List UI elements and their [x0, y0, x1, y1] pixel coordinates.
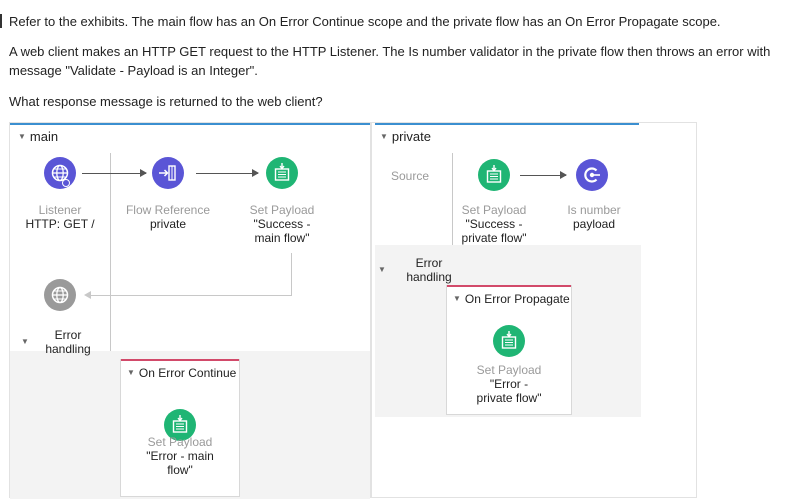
question-line-1: Refer to the exhibits. The main flow has… [9, 14, 721, 29]
return-path-horizontal [90, 295, 292, 296]
on-error-continue-text: On Error Continue [138, 366, 237, 380]
set-payload-value-line2: main flow" [254, 231, 310, 245]
private-source-divider [452, 153, 453, 245]
main-flow-header-bar [10, 123, 370, 125]
private-collapse-triangle-icon[interactable]: ▼ [380, 132, 388, 141]
main-flow-panel: ▼main Listener HTTP: GET / Flow Referenc… [9, 122, 371, 499]
private-set-payload-label: Set Payload "Success - private flow" [444, 203, 544, 245]
set-payload-icon[interactable] [266, 157, 298, 189]
private-error-set-payload-line2: private flow" [476, 391, 542, 405]
http-listener-icon[interactable] [44, 157, 76, 189]
validator-type: Is number [567, 203, 621, 217]
set-payload-type: Set Payload [249, 203, 315, 217]
private-error-set-payload-label: Set Payload "Error - private flow" [447, 363, 571, 405]
error-set-payload-line1: "Error - main [146, 449, 214, 463]
question-line-4: What response message is returned to the… [9, 94, 323, 109]
source-label-text: Source [390, 169, 430, 183]
error-set-payload-icon[interactable] [164, 409, 196, 441]
on-error-propagate-title: ▼On Error Propagate [453, 292, 570, 306]
listener-label: Listener HTTP: GET / [10, 203, 110, 231]
listener-type: Listener [38, 203, 82, 217]
private-error-handling-line1: Error [415, 256, 443, 270]
private-flow-header-bar [375, 123, 639, 125]
private-set-payload-type: Set Payload [461, 203, 527, 217]
on-error-propagate-text: On Error Propagate [464, 292, 570, 306]
validator-name: payload [572, 217, 616, 231]
source-divider-line [110, 153, 111, 351]
question-marker [0, 14, 2, 28]
main-flow-title[interactable]: ▼main [18, 129, 58, 144]
question-line-2: A web client makes an HTTP GET request t… [9, 44, 771, 59]
private-set-payload-line2: private flow" [461, 231, 527, 245]
on-error-continue-scope[interactable]: ▼On Error Continue Set Payload "Error - … [120, 359, 240, 497]
error-set-payload-type: Set Payload [147, 435, 213, 449]
error-handling-toggle-icon[interactable]: ▼ [21, 337, 29, 346]
on-error-propagate-scope[interactable]: ▼On Error Propagate Set Payload "Error -… [446, 285, 572, 415]
private-error-handling-label: Error handling [400, 256, 458, 284]
private-error-set-payload-icon[interactable] [493, 325, 525, 357]
set-payload-label: Set Payload "Success - main flow" [232, 203, 332, 245]
private-error-set-payload-line1: "Error - [489, 377, 529, 391]
private-error-handling-toggle-icon[interactable]: ▼ [378, 265, 386, 274]
flow-reference-type: Flow Reference [125, 203, 211, 217]
error-handling-line2: handling [45, 342, 91, 356]
listener-response-icon[interactable] [44, 279, 76, 311]
flow-reference-label: Flow Reference private [118, 203, 218, 231]
private-flow-title-text: private [391, 129, 431, 144]
arrow-listener-to-flowref [82, 169, 147, 177]
return-path-vertical [291, 253, 292, 295]
main-error-handling-label: Error handling [36, 328, 100, 356]
collapse-triangle-icon[interactable]: ▼ [18, 132, 26, 141]
on-error-propagate-bar [447, 285, 571, 287]
source-label: Source [382, 169, 438, 183]
private-set-payload-icon[interactable] [478, 159, 510, 191]
return-arrow-head [84, 291, 91, 299]
private-set-payload-line1: "Success - [465, 217, 523, 231]
on-error-continue-title: ▼On Error Continue [127, 366, 236, 380]
error-handling-line1: Error [54, 328, 82, 342]
main-flow-title-text: main [29, 129, 59, 144]
propagate-collapse-icon[interactable]: ▼ [453, 294, 461, 303]
set-payload-value-line1: "Success - [253, 217, 311, 231]
is-number-validator-icon[interactable] [576, 159, 608, 191]
on-error-continue-bar [121, 359, 239, 361]
private-error-set-payload-type: Set Payload [476, 363, 542, 377]
arrow-flowref-to-setpayload [196, 169, 259, 177]
arrow-setpayload-to-validator [520, 171, 567, 179]
scope-collapse-icon[interactable]: ▼ [127, 368, 135, 377]
private-flow-panel: ▼private Source Set Payload "Success - p… [371, 122, 697, 498]
flow-reference-name: private [149, 217, 187, 231]
listener-name: HTTP: GET / [25, 217, 95, 231]
private-error-handling-line2: handling [406, 270, 452, 284]
private-flow-title[interactable]: ▼private [380, 129, 431, 144]
question-line-3: message "Validate - Payload is an Intege… [9, 63, 258, 78]
error-set-payload-line2: flow" [167, 463, 193, 477]
flow-reference-icon[interactable] [152, 157, 184, 189]
error-set-payload-label: Set Payload "Error - main flow" [121, 435, 239, 477]
validator-label: Is number payload [544, 203, 644, 231]
